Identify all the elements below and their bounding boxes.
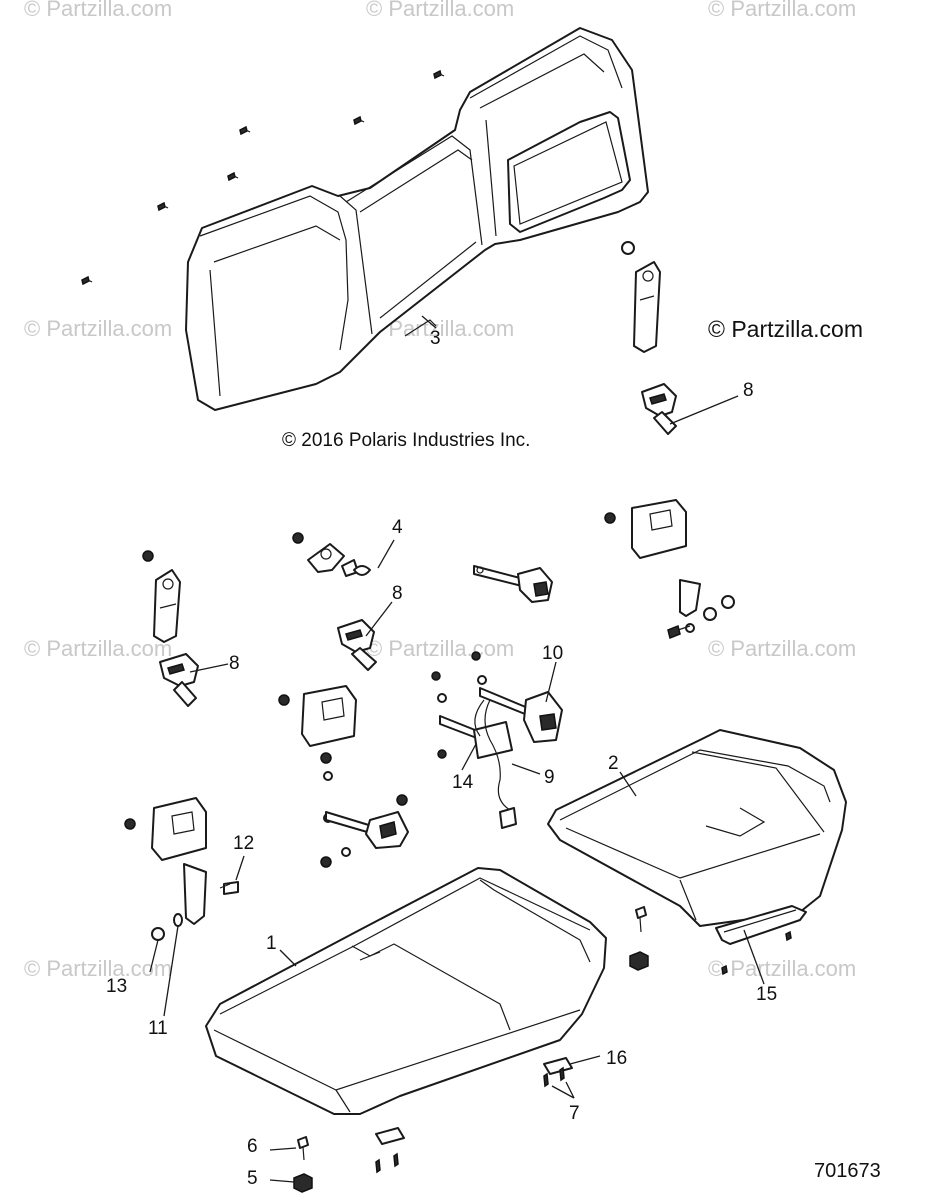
seat-belt-left[interactable] <box>142 550 199 707</box>
callout-6[interactable]: 6 <box>247 1136 258 1157</box>
leader-lines <box>149 315 765 1183</box>
seat-belt-tongue-center[interactable] <box>473 565 553 603</box>
seat-small-brackets[interactable] <box>375 1057 573 1174</box>
seat-back-assembly[interactable] <box>185 27 649 411</box>
seat-mounting-bracket-right[interactable] <box>715 905 807 976</box>
watermark: © Partzilla.com <box>24 316 173 341</box>
retractor-housing-middle[interactable] <box>278 685 357 781</box>
watermark: © Partzilla.com <box>366 636 515 661</box>
partzilla-brand: © Partzilla.com <box>708 316 863 342</box>
callout-15[interactable]: 15 <box>756 984 778 1005</box>
callout-3[interactable]: 3 <box>430 328 441 349</box>
seat-belt-buckle-center[interactable] <box>337 619 377 671</box>
watermark: © Partzilla.com <box>24 956 173 981</box>
copyright-notice: © 2016 Polaris Industries Inc. <box>282 430 531 451</box>
seat-bottom-right[interactable] <box>547 729 847 927</box>
callout-8[interactable]: 8 <box>743 380 754 401</box>
watermark: © Partzilla.com <box>708 956 857 981</box>
retractor-housing-right[interactable] <box>604 499 735 640</box>
callout-7[interactable]: 7 <box>569 1103 580 1124</box>
seat-belt-upper-right[interactable] <box>621 241 677 435</box>
callout-9[interactable]: 9 <box>544 767 555 788</box>
watermark: © Partzilla.com <box>366 0 515 21</box>
callout-4[interactable]: 4 <box>392 517 403 538</box>
watermark: © Partzilla.com <box>708 636 857 661</box>
watermark: © Partzilla.com <box>24 636 173 661</box>
seat-back-screws[interactable] <box>81 69 445 286</box>
callout-13[interactable]: 13 <box>106 976 128 997</box>
seat-belt-tongue-left[interactable] <box>320 794 409 868</box>
anchor-bracket[interactable] <box>292 532 371 577</box>
callout-14[interactable]: 14 <box>452 772 474 793</box>
watermark: © Partzilla.com <box>24 0 173 21</box>
retractor-housing-left[interactable] <box>124 797 239 941</box>
callout-2[interactable]: 2 <box>608 753 619 774</box>
callout-12[interactable]: 12 <box>233 833 255 854</box>
seat-fasteners[interactable] <box>293 906 649 1193</box>
callout-11[interactable]: 11 <box>148 1018 168 1039</box>
callout-8[interactable]: 8 <box>229 653 240 674</box>
callout-10[interactable]: 10 <box>542 643 564 664</box>
callout-8[interactable]: 8 <box>392 583 403 604</box>
buckle-assembly[interactable] <box>431 651 563 829</box>
callout-1[interactable]: 1 <box>266 933 277 954</box>
callout-16[interactable]: 16 <box>606 1048 628 1069</box>
diagram-number: 701673 <box>814 1160 881 1182</box>
callout-5[interactable]: 5 <box>247 1168 258 1189</box>
watermark: © Partzilla.com <box>708 0 857 21</box>
seat-bottom-left[interactable] <box>205 867 607 1115</box>
